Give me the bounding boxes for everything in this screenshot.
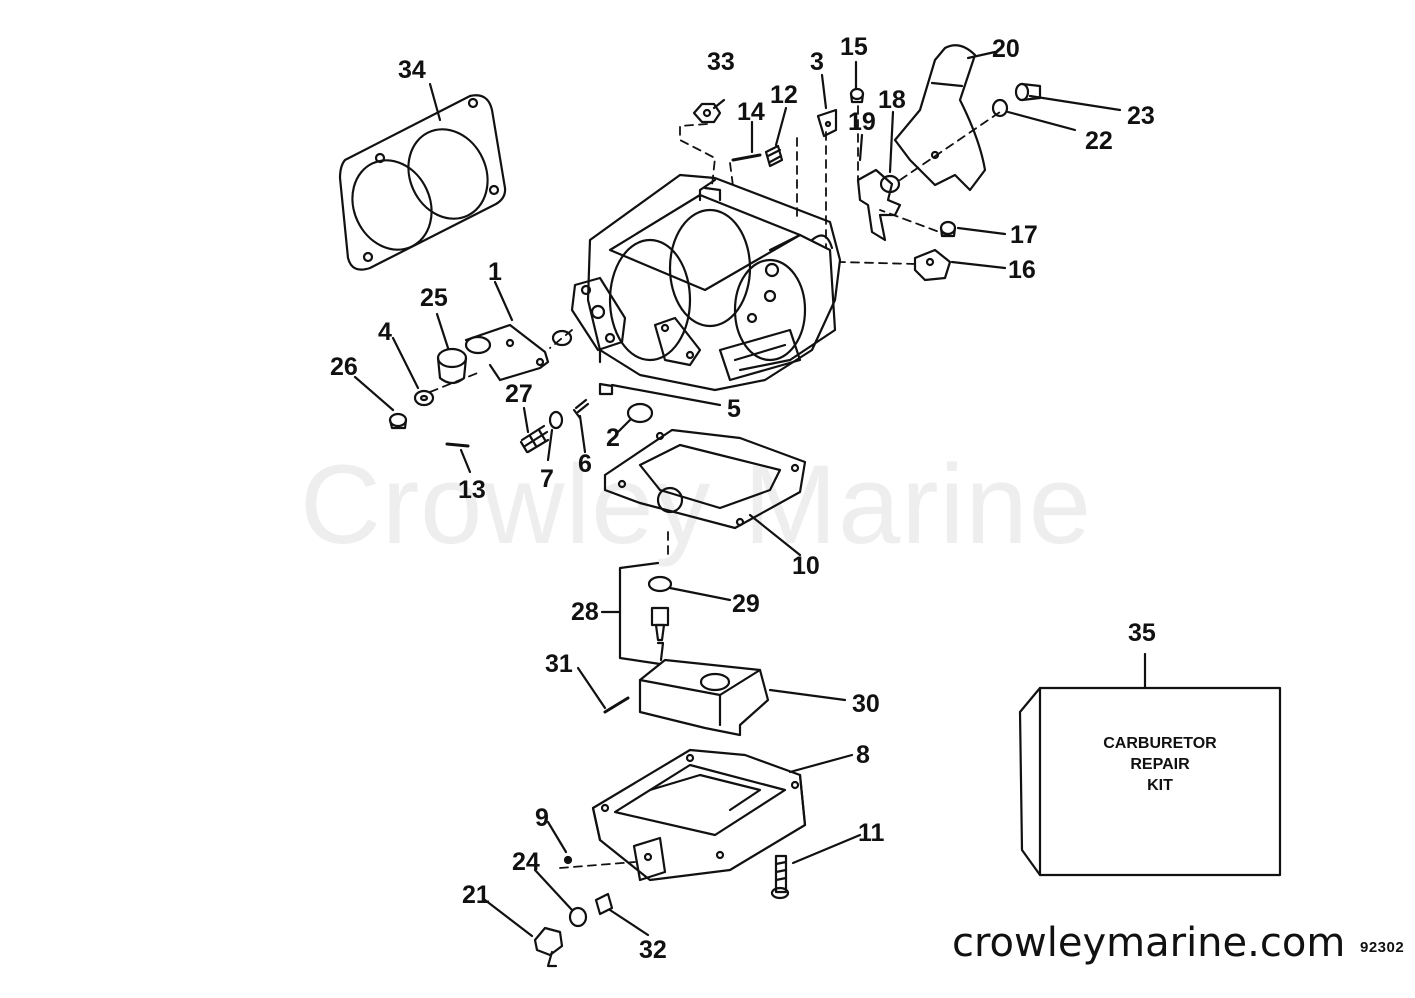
callout-9: 9 bbox=[535, 804, 549, 832]
part-22-washer bbox=[991, 98, 1009, 118]
part-33-nut bbox=[692, 102, 722, 124]
callout-20: 20 bbox=[992, 35, 1020, 63]
part-27-idle-screw bbox=[519, 424, 550, 454]
part-23-screw bbox=[1014, 82, 1042, 102]
callout-17: 17 bbox=[1010, 221, 1038, 249]
kit-label-line3: KIT bbox=[1147, 777, 1173, 794]
callout-21: 21 bbox=[462, 881, 490, 909]
callout-14: 14 bbox=[737, 98, 765, 126]
callout-15: 15 bbox=[840, 33, 868, 61]
callout-16: 16 bbox=[1008, 256, 1036, 284]
part-7-washer bbox=[548, 410, 564, 430]
part-1-throttle-lever bbox=[464, 323, 573, 382]
callout-4: 4 bbox=[378, 318, 392, 346]
callout-27: 27 bbox=[505, 380, 533, 408]
callout-22: 22 bbox=[1085, 127, 1113, 155]
callout-7: 7 bbox=[540, 465, 554, 493]
part-26-screw bbox=[388, 412, 408, 430]
callout-8: 8 bbox=[856, 741, 870, 769]
callout-6: 6 bbox=[578, 450, 592, 478]
part-18-washer bbox=[879, 174, 901, 194]
part-carburetor-body bbox=[586, 173, 842, 392]
part-6-jet bbox=[572, 398, 590, 420]
part-35-repair-kit-box bbox=[1018, 686, 1282, 877]
callout-12: 12 bbox=[770, 81, 798, 109]
part-2-disc bbox=[626, 402, 654, 424]
watermark: Crowley Marine bbox=[300, 442, 1092, 567]
part-15-screw bbox=[849, 87, 865, 104]
callout-19: 19 bbox=[848, 108, 876, 136]
callout-3: 3 bbox=[810, 48, 824, 76]
callout-26: 26 bbox=[330, 353, 358, 381]
part-21-drain-plug bbox=[533, 926, 564, 968]
callout-25: 25 bbox=[420, 284, 448, 312]
callout-5: 5 bbox=[727, 395, 741, 423]
callout-35: 35 bbox=[1128, 619, 1156, 647]
part-12-spring bbox=[764, 144, 784, 168]
part-24-washer bbox=[568, 906, 588, 928]
part-3-clip bbox=[816, 108, 838, 138]
callout-28: 28 bbox=[571, 598, 599, 626]
part-throttle-bracket bbox=[570, 276, 702, 367]
callout-10: 10 bbox=[792, 552, 820, 580]
callout-24: 24 bbox=[512, 848, 540, 876]
part-9-ball bbox=[563, 855, 573, 865]
part-10-gasket bbox=[603, 428, 807, 530]
part-4-washer bbox=[413, 389, 435, 407]
part-11-screw bbox=[770, 854, 790, 900]
callout-2: 2 bbox=[606, 424, 620, 452]
part-30-float bbox=[638, 658, 770, 737]
part-8-float-bowl bbox=[591, 748, 807, 882]
part-29-oring bbox=[647, 575, 673, 593]
callout-23: 23 bbox=[1127, 102, 1155, 130]
part-31-pin bbox=[603, 696, 630, 714]
part-5-plug bbox=[598, 382, 614, 396]
part-20-choke-lever bbox=[893, 44, 987, 192]
callout-labels: 1234567891011121314151617181920212223242… bbox=[330, 33, 1156, 964]
website-url: crowleymarine.com bbox=[952, 920, 1346, 966]
callout-33: 33 bbox=[707, 48, 735, 76]
part-32-jet bbox=[594, 892, 614, 916]
callout-11: 11 bbox=[858, 819, 885, 847]
part-13-pin bbox=[445, 442, 470, 448]
callout-29: 29 bbox=[732, 590, 760, 618]
callout-13: 13 bbox=[458, 476, 486, 504]
callout-30: 30 bbox=[852, 690, 880, 718]
callout-32: 32 bbox=[639, 936, 667, 964]
part-25-bushing bbox=[436, 347, 468, 385]
part-34-gasket-plate bbox=[338, 94, 507, 271]
part-28-needle-valve bbox=[650, 606, 670, 662]
part-16-bracket bbox=[913, 248, 952, 282]
kit-label-line1: CARBURETOR bbox=[1103, 735, 1217, 752]
part-19-lever bbox=[856, 168, 902, 242]
diagram-code: 92302 bbox=[1360, 939, 1405, 956]
callout-1: 1 bbox=[488, 258, 502, 286]
part-14-pin bbox=[731, 153, 762, 162]
callout-18: 18 bbox=[878, 86, 906, 114]
callout-34: 34 bbox=[398, 56, 426, 84]
callout-31: 31 bbox=[545, 650, 573, 678]
kit-label-line2: REPAIR bbox=[1130, 756, 1190, 773]
repair-kit-label: CARBURETOR REPAIR KIT bbox=[1040, 733, 1280, 796]
